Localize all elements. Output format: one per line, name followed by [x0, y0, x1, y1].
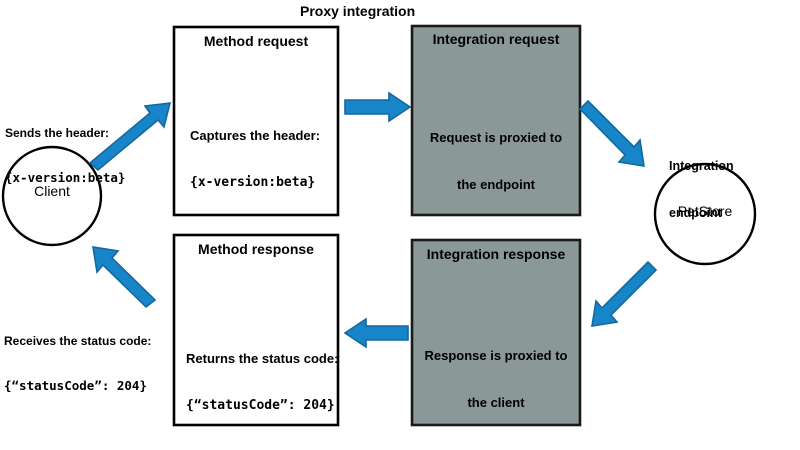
box-body-method-request: Captures the header: {x-version:beta} [190, 96, 340, 223]
box-body-method-response: Returns the status code: {“statusCode”: … [186, 319, 344, 446]
arrow-integration-request-to-endpoint [578, 99, 645, 167]
box-body-line1: Request is proxied to [429, 129, 563, 145]
box-body-line2: {“statusCode”: 204} [186, 398, 335, 414]
annotation-line1: Receives the status code: [4, 334, 152, 349]
box-title-integration-response: Integration response [426, 246, 566, 262]
box-body-line2: the client [467, 395, 525, 411]
node-caption-line1: Integration [669, 159, 734, 174]
annotation-line2: {x-version:beta} [5, 170, 126, 186]
annotation-line1: Sends the header: [5, 126, 110, 141]
arrow-integration-response-to-method-response [343, 317, 409, 349]
arrow-method-request-to-integration-request [344, 91, 412, 123]
node-client-circle[interactable] [1, 145, 103, 247]
box-integration-request[interactable] [410, 24, 582, 217]
annotation-line2: {“statusCode”: 204} [4, 378, 147, 394]
node-label-client: Client [34, 183, 70, 199]
node-petstore-circle[interactable] [653, 162, 757, 266]
box-title-method-request: Method request [203, 33, 309, 49]
box-integration-response[interactable] [410, 238, 582, 427]
arrow-method-response-to-client [92, 246, 157, 309]
box-method-request[interactable] [172, 25, 340, 217]
node-caption-integration-endpoint: Integration endpoint [669, 128, 734, 253]
box-title-integration-request: Integration request [432, 31, 560, 47]
node-label-petstore: PetStore [677, 203, 733, 219]
box-body-line2: the endpoint [457, 177, 535, 193]
box-body-line2: {x-version:beta} [190, 175, 316, 191]
annotation-sends-header: Sends the header: {x-version:beta} [5, 97, 125, 215]
box-method-response[interactable] [172, 233, 340, 427]
box-body-line1: Response is proxied to [424, 347, 568, 363]
box-body-integration-response: Response is proxied to the client [417, 316, 575, 443]
box-body-line1: Returns the status code: [186, 350, 339, 366]
arrow-client-to-method-request [88, 102, 172, 172]
box-body-line1: Captures the header: [190, 127, 321, 143]
arrow-endpoint-to-integration-response [591, 260, 658, 327]
annotation-receives-status-code: Receives the status code: {“statusCode”:… [4, 305, 151, 423]
page-title: Proxy integration [300, 3, 416, 19]
node-caption-line2: endpoint [669, 206, 722, 221]
box-title-method-response: Method response [198, 241, 314, 257]
box-body-integration-request: Request is proxied to the endpoint [417, 98, 575, 225]
